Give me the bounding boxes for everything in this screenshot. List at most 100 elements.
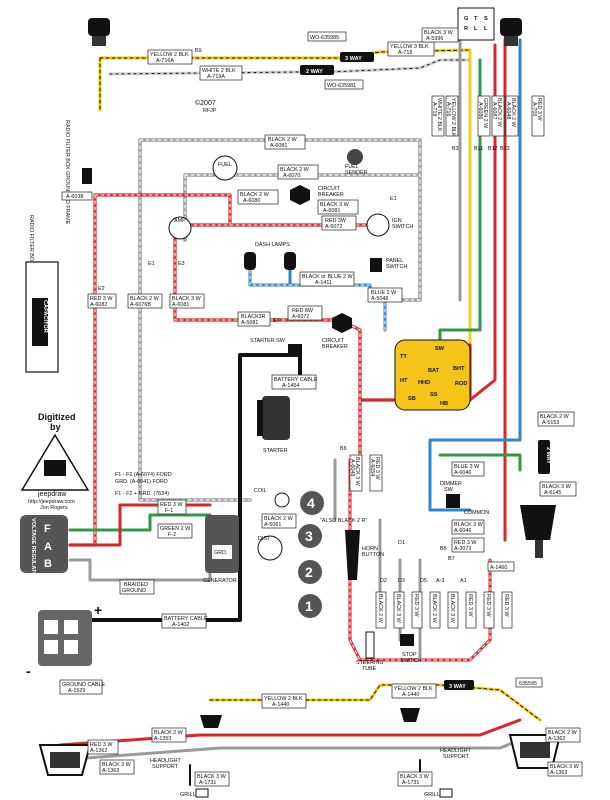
tag-black2w-right: BLACK 2 W A-5153 <box>537 411 575 427</box>
svg-text:GREEN 2 W: GREEN 2 W <box>160 526 191 532</box>
light-switch: SW TT BAT BHT HT HHD ROD SS SB HB <box>394 339 471 411</box>
svg-text:BLACK 2 W: BLACK 2 W <box>496 98 502 128</box>
vtag-red3w: RED 3 W A-705 <box>531 95 545 137</box>
svg-text:RED 3 W: RED 3 W <box>536 98 542 121</box>
svg-text:1: 1 <box>305 598 313 614</box>
wire-label-d3: D3 <box>398 578 405 584</box>
svg-text:BLACK 3 W: BLACK 3 W <box>172 296 202 302</box>
svg-text:BLACK or BLUE 2 W: BLACK or BLUE 2 W <box>302 274 354 280</box>
svg-text:WO-635985: WO-635985 <box>310 35 339 41</box>
wires <box>58 38 542 786</box>
svg-text:A-6046: A-6046 <box>454 470 471 476</box>
tag-black3w-cb: BLACK 3 W A-6081 <box>317 199 359 215</box>
svg-text:TT: TT <box>400 354 407 360</box>
svg-text:BLACK 2 W: BLACK 2 W <box>154 730 184 736</box>
svg-text:WHITE 2 BLK: WHITE 2 BLK <box>202 68 236 74</box>
circuit-breaker-mid: CIRCUIT BREAKER <box>322 313 352 350</box>
svg-text:RED 3 W: RED 3 W <box>160 502 183 508</box>
svg-text:GRD.: GRD. <box>214 550 227 556</box>
svg-text:YELLOW 3 BLK: YELLOW 3 BLK <box>390 44 429 50</box>
junction-top: G T S R L L <box>457 7 495 41</box>
wire-blue-vert <box>428 38 522 472</box>
digitized-badge: Digitized by jeepdraw http://jeepdraw.co… <box>20 412 90 511</box>
wire-gray-gen <box>68 558 212 582</box>
svg-text:A-6081: A-6081 <box>270 143 287 149</box>
svg-text:http://jeepdraw.com: http://jeepdraw.com <box>28 499 75 505</box>
svg-text:A-6070: A-6070 <box>283 173 300 179</box>
svg-text:A-5153: A-5153 <box>542 420 559 426</box>
wire-gray-bottom <box>58 738 522 762</box>
wire-label-d5: D5 <box>420 578 427 584</box>
svg-text:STARTER SW: STARTER SW <box>250 338 286 344</box>
svg-text:BHT: BHT <box>453 366 465 372</box>
svg-text:COMMON: COMMON <box>464 510 489 516</box>
coil: COIL <box>254 488 290 508</box>
tag-blue3w: BLUE 3 W A-6046 <box>451 461 485 477</box>
radio-filter-box: RADIO FILTER BOX GROUNDED ASSEMBLY TO AN… <box>25 215 59 373</box>
circuit-breaker-top: CIRCUIT BREAKER <box>290 185 344 205</box>
tag-red3w-sw: RED 3W A-6072 <box>321 215 357 231</box>
svg-text:SWITCH: SWITCH <box>392 224 413 230</box>
wire-label-b13: B13 <box>500 146 510 152</box>
svg-text:RED 3 W: RED 3 W <box>503 594 509 617</box>
vtag-black2w: BLACK 2 W A-6087 <box>491 95 505 137</box>
svg-text:RED 3 W: RED 3 W <box>90 296 113 302</box>
horn <box>520 505 556 558</box>
svg-text:A-6072: A-6072 <box>325 224 342 230</box>
tag-black3r: BLACK3R A-5081 <box>237 311 271 327</box>
tag-red8w: RED 8W A-6072 <box>287 305 323 321</box>
wire-yellow-low <box>208 683 542 722</box>
svg-text:IGN: IGN <box>392 218 402 224</box>
regulator-a: A <box>44 541 52 553</box>
tag-black2w-gauge: BLACK 2 W A-6070 <box>277 164 319 180</box>
wire-red-bottom <box>58 718 522 747</box>
svg-text:A-1362: A-1362 <box>90 748 107 754</box>
svg-text:SB: SB <box>408 396 416 402</box>
steering-tube: STEERING TUBE <box>356 631 384 672</box>
connector-3way-top: 3 WAY <box>340 52 374 62</box>
radio-filter-ground: RADIO FILTER BOX GROUND TO FRAME <box>64 120 92 225</box>
tag-black3w-bot-l: BLACK 3 W A-1363 <box>99 759 135 775</box>
tag-635595: 635595 <box>515 677 543 688</box>
tag-battery-cable-top: BATTERY CABLE A-1454 <box>271 374 318 390</box>
svg-text:-: - <box>26 663 31 679</box>
svg-text:GRILL: GRILL <box>180 792 196 798</box>
svg-text:WHITE 2 BLK: WHITE 2 BLK <box>436 98 442 132</box>
tag-black3w-d5: BLACK 3 W A-6046 <box>451 519 485 535</box>
wire-gray-low <box>333 458 422 662</box>
svg-text:BLACK 3 W: BLACK 3 W <box>454 522 484 528</box>
svg-text:2 WAY: 2 WAY <box>306 69 323 75</box>
fuel-sender: FUEL SENDER <box>345 149 368 176</box>
starter: STARTER <box>257 396 290 454</box>
vtag-yellow2blk: YELLOW 2 BLK A-716 <box>445 95 459 137</box>
svg-text:COIL: COIL <box>254 488 267 494</box>
svg-text:2 WAY: 2 WAY <box>545 447 551 464</box>
svg-text:3 WAY: 3 WAY <box>449 684 466 690</box>
svg-text:STOP: STOP <box>402 652 417 658</box>
svg-text:A-6076B: A-6076B <box>130 302 151 308</box>
svg-text:BREAKER: BREAKER <box>322 344 348 350</box>
svg-text:YELLOW 2 BLK: YELLOW 2 BLK <box>394 686 433 692</box>
vtag-row: BLACK 2 W BLACK 3 W RED 3 W BLACK 2 W BL… <box>375 591 513 629</box>
svg-text:BLACK 3 W: BLACK 3 W <box>320 202 350 208</box>
svg-text:SW: SW <box>435 346 445 352</box>
svg-text:BLACK 2 W: BLACK 2 W <box>280 167 310 173</box>
tag-white2blk-top: WHITE 2 BLK A-719A <box>199 65 243 81</box>
ammeter: AMP <box>168 216 192 240</box>
svg-text:GENERATOR: GENERATOR <box>203 578 237 584</box>
svg-text:HB: HB <box>440 401 448 407</box>
svg-text:WO-635981: WO-635981 <box>327 83 356 89</box>
wire-green-gen <box>68 513 212 532</box>
svg-text:Digitized: Digitized <box>38 412 76 422</box>
svg-text:2: 2 <box>305 564 313 580</box>
svg-text:SUPPORT: SUPPORT <box>443 754 470 760</box>
firing-order: 4 3 2 1 <box>298 491 324 618</box>
tag-black3w-top: BLACK 3 W A-5396 <box>421 27 459 43</box>
svg-text:A-5396: A-5396 <box>426 36 443 42</box>
tag-wo635981: WO-635981 <box>324 79 364 90</box>
svg-text:BLACK 2 W: BLACK 2 W <box>510 98 516 128</box>
svg-text:A-1353: A-1353 <box>154 736 171 742</box>
tag-black3w-e3: BLACK 3 W A-6081 <box>169 293 205 309</box>
wire-label-b6: B6 <box>340 446 347 452</box>
